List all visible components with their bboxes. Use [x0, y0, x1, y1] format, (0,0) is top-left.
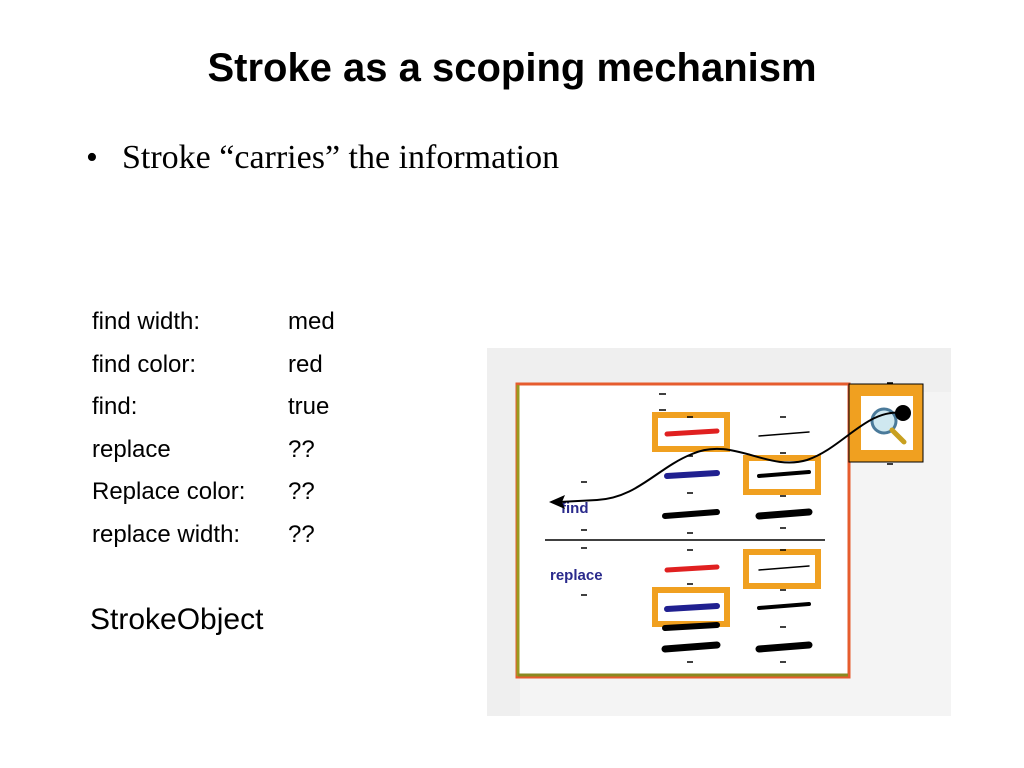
find-width-highlight [743, 455, 821, 495]
property-value: true [288, 393, 330, 421]
highlight-boxes [652, 412, 821, 627]
property-row: replace width:?? [92, 517, 335, 560]
find-label: find [561, 500, 589, 517]
bullet-marker: • [86, 139, 98, 176]
replace-width-highlight [743, 549, 821, 589]
property-key: replace [92, 435, 171, 463]
property-key: find: [92, 393, 138, 421]
red-stroke [664, 564, 720, 573]
bullet-item: • Stroke “carries” the information [86, 138, 559, 178]
property-value: med [288, 308, 335, 335]
thick-stroke [755, 508, 813, 520]
property-row: Replace color:?? [92, 474, 335, 517]
canvas-panel [515, 382, 851, 679]
property-key: find width: [92, 308, 201, 335]
property-key: Replace color: [92, 478, 246, 506]
stroke-start-dot [895, 405, 911, 421]
property-row: find color: red [92, 347, 335, 390]
property-value: red [288, 350, 323, 378]
carrying-stroke-path [558, 411, 904, 503]
find-color-highlight [652, 412, 730, 452]
property-row: find: true [92, 389, 335, 432]
replace-label: replace [550, 567, 603, 584]
property-list: find width:med find color:red find:true … [92, 304, 335, 560]
stroke-scoping-diagram: find replace [487, 348, 951, 716]
red-stroke [664, 428, 720, 437]
property-key: find color: [92, 350, 197, 378]
medium-stroke [757, 602, 811, 610]
arrowhead-icon [549, 495, 565, 509]
magnifier-tool-button[interactable] [848, 383, 924, 463]
width-column-strokes [755, 431, 813, 653]
property-key: replace width: [92, 520, 241, 548]
slide-title: Stroke as a scoping mechanism [207, 46, 817, 90]
black-stroke [662, 509, 720, 519]
bullet-text: Stroke “carries” the information [122, 139, 560, 176]
property-row: find width: med [92, 304, 335, 347]
property-value: ?? [288, 520, 315, 548]
black-stroke [662, 622, 720, 631]
magnifier-icon [870, 407, 907, 445]
thin-stroke [758, 431, 810, 437]
color-column-strokes [661, 428, 721, 653]
stroke-object-label: StrokeObject [90, 603, 264, 636]
property-value: ?? [288, 478, 315, 506]
thin-stroke [758, 565, 810, 571]
black-stroke [661, 641, 721, 653]
blue-stroke [664, 470, 720, 479]
thick-stroke [755, 641, 813, 653]
property-row: replace?? [92, 432, 335, 475]
blue-stroke [664, 603, 720, 612]
property-value: ?? [288, 435, 315, 463]
medium-stroke [757, 470, 811, 478]
